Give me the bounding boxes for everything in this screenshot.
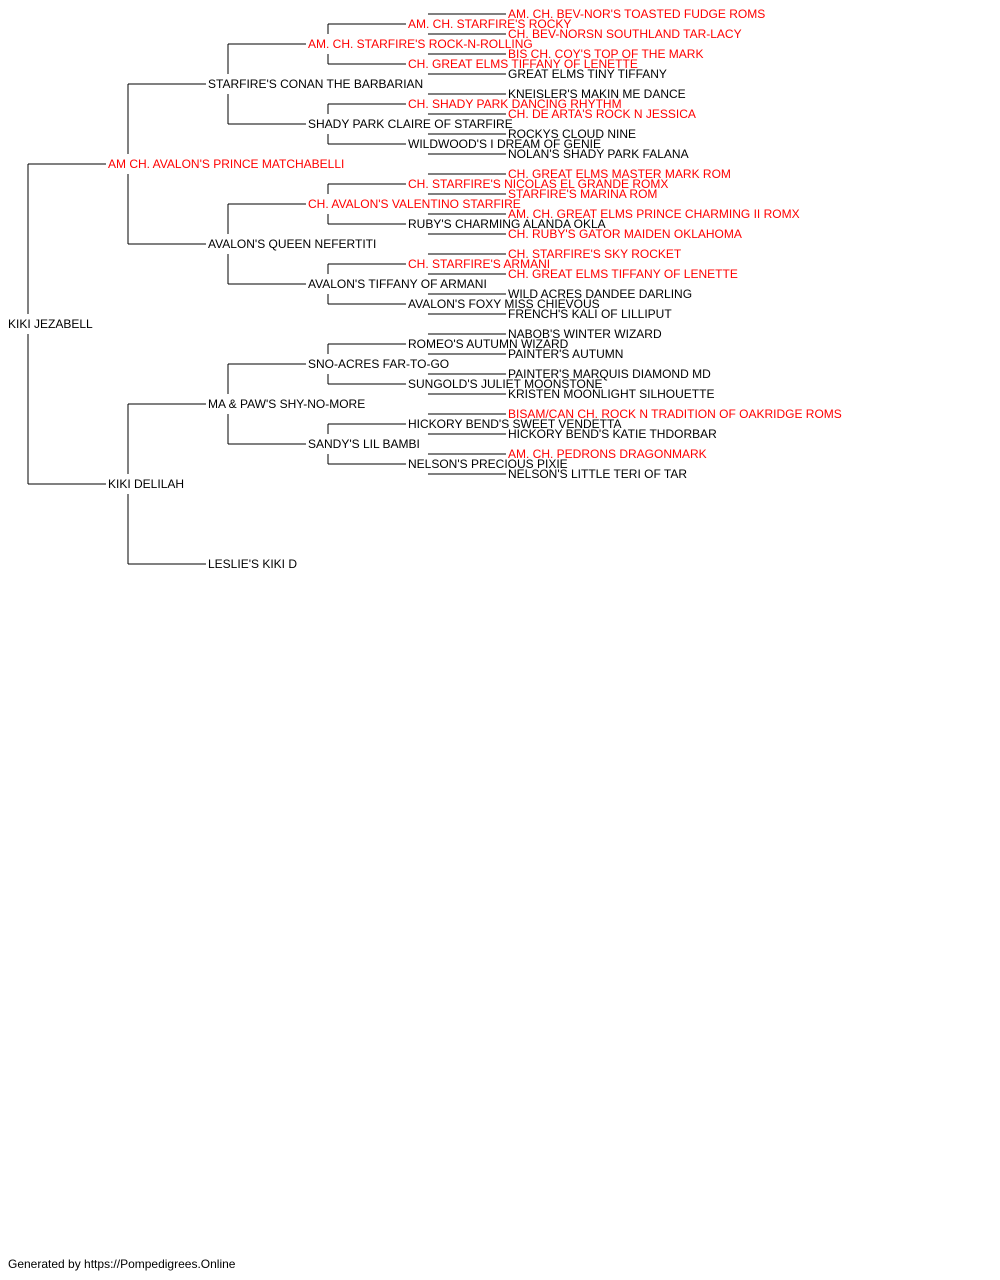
ancestor-name: AVALON'S QUEEN NEFERTITI	[208, 237, 376, 251]
ancestor-name: FRENCH'S KALI OF LILLIPUT	[508, 307, 672, 321]
ancestor-name: BIS CH. COY'S TOP OF THE MARK	[508, 47, 703, 61]
ancestor-name: ROCKYS CLOUD NINE	[508, 127, 636, 141]
ancestor-name: CH. GREAT ELMS TIFFANY OF LENETTE	[408, 57, 638, 71]
ancestor-name: STARFIRE'S CONAN THE BARBARIAN	[208, 77, 423, 91]
ancestor-name: CH. AVALON'S VALENTINO STARFIRE	[308, 197, 521, 211]
ancestor-name: WILD ACRES DANDEE DARLING	[508, 287, 692, 301]
ancestor-name: CH. GREAT ELMS TIFFANY OF LENETTE	[508, 267, 738, 281]
ancestor-name: NELSON'S LITTLE TERI OF TAR	[508, 467, 687, 481]
ancestor-name: CH. STARFIRE'S SKY ROCKET	[508, 247, 682, 261]
ancestor-name: AM CH. AVALON'S PRINCE MATCHABELLI	[108, 157, 344, 171]
subject-dog-name: KIKI JEZABELL	[8, 317, 93, 331]
ancestor-name: AM. CH. BEV-NOR'S TOASTED FUDGE ROMS	[508, 7, 765, 21]
ancestor-name: PAINTER'S MARQUIS DIAMOND MD	[508, 367, 711, 381]
ancestor-name: MA & PAW'S SHY-NO-MORE	[208, 397, 365, 411]
ancestor-name: HICKORY BEND'S SWEET VENDETTA	[408, 417, 621, 431]
ancestor-name: KIKI DELILAH	[108, 477, 184, 491]
ancestor-name: LESLIE'S KIKI D	[208, 557, 297, 571]
ancestor-name: CH. SHADY PARK DANCING RHYTHM	[408, 97, 622, 111]
ancestor-name: KRISTEN MOONLIGHT SILHOUETTE	[508, 387, 714, 401]
ancestor-name: PAINTER'S AUTUMN	[508, 347, 623, 361]
ancestor-name: STARFIRE'S MARINA ROM	[508, 187, 657, 201]
ancestor-name: GREAT ELMS TINY TIFFANY	[508, 67, 667, 81]
ancestor-name: SUNGOLD'S JULIET MOONSTONE	[408, 377, 603, 391]
ancestor-name: ROMEO'S AUTUMN WIZARD	[408, 337, 569, 351]
ancestor-name: AM. CH. PEDRONS DRAGONMARK	[508, 447, 707, 461]
ancestor-name: AVALON'S FOXY MISS CHIEVOUS	[408, 297, 600, 311]
ancestor-name: CH. STARFIRE'S ARMANI	[408, 257, 550, 271]
ancestor-name: CH. RUBY'S GATOR MAIDEN OKLAHOMA	[508, 227, 742, 241]
ancestor-name: AVALON'S TIFFANY OF ARMANI	[308, 277, 487, 291]
ancestor-name: SANDY'S LIL BAMBI	[308, 437, 420, 451]
ancestor-name: HICKORY BEND'S KATIE THDORBAR	[508, 427, 717, 441]
ancestor-name: AM. CH. STARFIRE'S ROCKY	[408, 17, 571, 31]
ancestor-name: NABOB'S WINTER WIZARD	[508, 327, 662, 341]
ancestor-name: CH. STARFIRE'S NICOLAS EL GRANDE ROMX	[408, 177, 668, 191]
ancestor-name: NELSON'S PRECIOUS PIXIE	[408, 457, 568, 471]
ancestor-name: AM. CH. STARFIRE'S ROCK-N-ROLLING	[308, 37, 533, 51]
ancestor-name: CH. GREAT ELMS MASTER MARK ROM	[508, 167, 731, 181]
ancestor-name: RUBY'S CHARMING ALANDA OKLA	[408, 217, 606, 231]
ancestor-name: BISAM/CAN CH. ROCK N TRADITION OF OAKRID…	[508, 407, 842, 421]
footer-credit: Generated by https://Pompedigrees.Online	[8, 1257, 236, 1271]
ancestor-name: WILDWOOD'S I DREAM OF GENIE	[408, 137, 601, 151]
ancestor-name: CH. BEV-NORSN SOUTHLAND TAR-LACY	[508, 27, 742, 41]
ancestor-name: KNEISLER'S MAKIN ME DANCE	[508, 87, 686, 101]
ancestor-name: CH. DE ARTA'S ROCK N JESSICA	[508, 107, 696, 121]
ancestor-name: SHADY PARK CLAIRE OF STARFIRE	[308, 117, 513, 131]
ancestor-name: NOLAN'S SHADY PARK FALANA	[508, 147, 689, 161]
ancestor-name: AM. CH. GREAT ELMS PRINCE CHARMING II RO…	[508, 207, 800, 221]
ancestor-name: SNO-ACRES FAR-TO-GO	[308, 357, 449, 371]
